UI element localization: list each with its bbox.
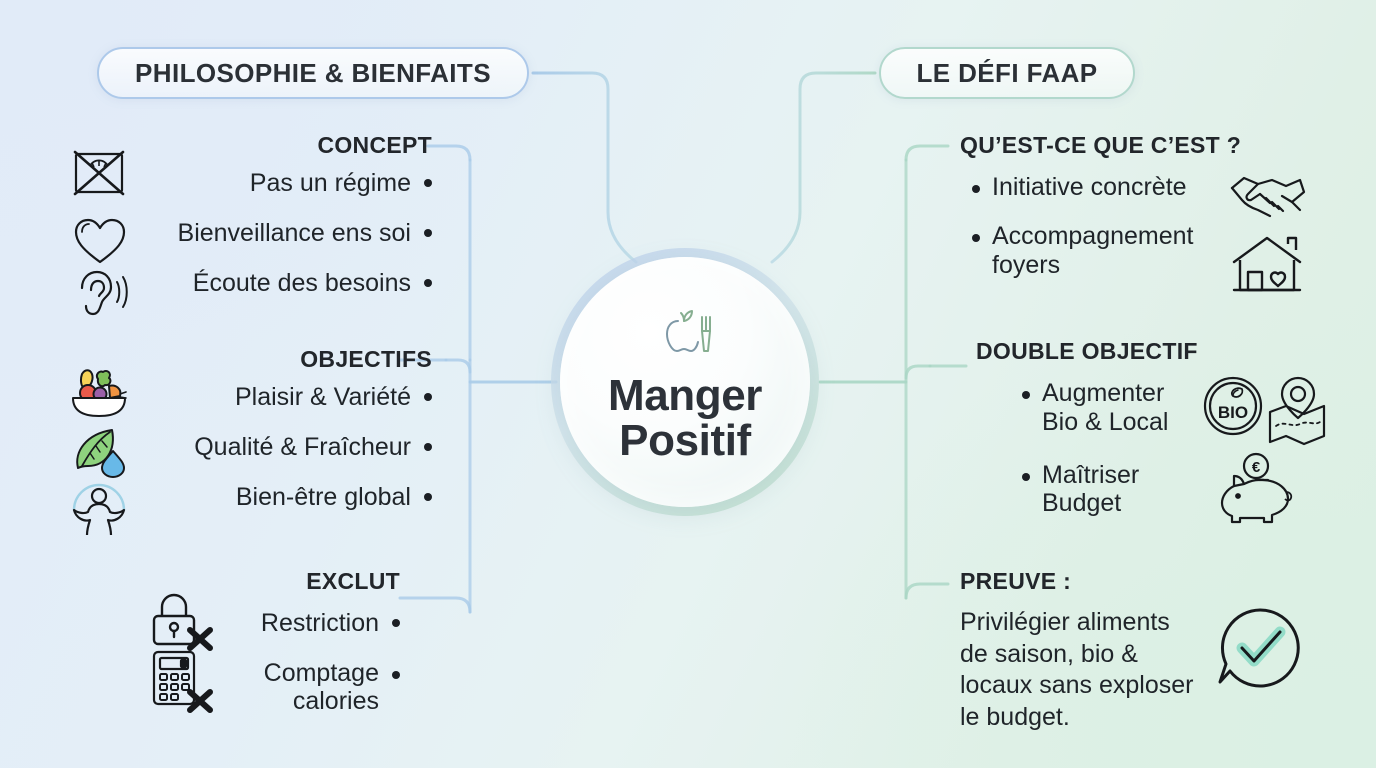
objectifs-item-1-label: Qualité & Fraîcheur: [194, 433, 411, 461]
bullet-dot: [424, 279, 432, 287]
exclut-item-1-label: Comptage calories: [263, 659, 379, 715]
quest-item-1-label: Accompagnement foyers: [992, 221, 1194, 279]
handshake-icon: [1228, 172, 1306, 231]
list-item[interactable]: Qualité & Fraîcheur: [150, 433, 432, 461]
ear-listening-icon: [72, 268, 130, 325]
bullet-dot: [424, 443, 432, 451]
double-objectif-item-0-label: Augmenter Bio & Local: [1042, 379, 1169, 436]
double-objectif-item-1-label: Maîtriser Budget: [1042, 460, 1140, 518]
center-title-line1: Manger: [607, 370, 763, 420]
bullet-dot: [972, 185, 980, 193]
bullet-dot: [1022, 391, 1030, 399]
concept-item-2-label: Écoute des besoins: [192, 269, 411, 297]
list-item[interactable]: Accompagnement foyers: [972, 222, 1230, 280]
preuve-paragraph: Privilégier aliments de saison, bio & lo…: [960, 608, 1194, 731]
list-item[interactable]: Initiative concrète: [972, 173, 1230, 202]
bullet-dot: [424, 179, 432, 187]
list-item[interactable]: Augmenter Bio & Local: [1022, 379, 1226, 437]
branch-exclut: EXCLUT Restriction Comptage calories: [150, 568, 400, 715]
center-title: Manger Positif: [607, 370, 763, 465]
leaf-waterdrop-icon: [68, 424, 130, 485]
speech-check-icon: [1214, 604, 1306, 701]
branch-title-exclut: EXCLUT: [306, 568, 400, 594]
branch-quest-ce-que-cest: QU’EST-CE QUE C’EST ? Initiative concrèt…: [960, 132, 1242, 280]
list-item[interactable]: Plaisir & Variété: [150, 383, 432, 411]
bullet-dot: [972, 233, 980, 242]
header-pill-philosophie[interactable]: PHILOSOPHIE & BIENFAITS: [97, 47, 529, 99]
quest-item-0-label: Initiative concrète: [992, 173, 1187, 201]
branch-title-quest-ce-que-cest: QU’EST-CE QUE C’EST ?: [960, 132, 1242, 158]
branch-title-concept: CONCEPT: [317, 132, 432, 158]
bio-badge-map-pin-icon: BIO: [1200, 374, 1332, 451]
header-pill-defi-faap[interactable]: LE DÉFI FAAP: [879, 47, 1135, 99]
center-node[interactable]: Manger Positif: [551, 248, 819, 516]
list-item[interactable]: Bienveillance ens soi: [150, 219, 432, 247]
no-scale-icon: [70, 146, 128, 209]
calculator-cross-icon: [148, 648, 214, 719]
concept-item-1-label: Bienveillance ens soi: [177, 219, 411, 247]
list-item[interactable]: Comptage calories: [150, 659, 400, 715]
branch-preuve: PREUVE : Privilégier aliments de saison,…: [960, 568, 1220, 733]
branch-double-objectif: DOUBLE OBJECTIF Augmenter Bio & Local Ma…: [976, 338, 1226, 518]
branch-title-double-objectif: DOUBLE OBJECTIF: [976, 338, 1198, 364]
branch-concept: CONCEPT Pas un régime Bienveillance ens …: [150, 132, 432, 297]
objectifs-item-0-label: Plaisir & Variété: [235, 383, 411, 411]
heart-icon: [72, 216, 128, 271]
house-heart-icon: [1230, 234, 1304, 301]
branch-title-objectifs: OBJECTIFS: [300, 346, 432, 372]
piggy-bank-euro-icon: €: [1216, 452, 1300, 529]
branch-objectifs: OBJECTIFS Plaisir & Variété Qualité & Fr…: [150, 346, 432, 511]
bullet-dot: [424, 229, 432, 237]
bullet-dot: [424, 493, 432, 501]
concept-item-0-label: Pas un régime: [249, 169, 411, 197]
list-item[interactable]: Pas un régime: [150, 169, 432, 197]
center-disc: Manger Positif: [560, 257, 810, 507]
bullet-dot: [392, 619, 400, 627]
list-item[interactable]: Restriction: [150, 609, 400, 637]
apple-fork-icon: [654, 301, 716, 368]
center-title-line2: Positif: [619, 415, 751, 465]
bullet-dot: [424, 393, 432, 401]
exclut-item-0-label: Restriction: [260, 609, 379, 637]
svg-text:€: €: [1252, 459, 1261, 476]
list-item[interactable]: Maîtriser Budget: [1022, 461, 1226, 519]
list-item[interactable]: Écoute des besoins: [150, 269, 432, 297]
list-item[interactable]: Bien-être global: [150, 483, 432, 511]
objectifs-item-2-label: Bien-être global: [235, 483, 411, 511]
bullet-dot: [392, 671, 400, 679]
branch-title-preuve: PREUVE :: [960, 568, 1072, 594]
wellness-person-icon: [68, 482, 130, 543]
lock-cross-icon: [148, 590, 214, 657]
svg-text:BIO: BIO: [1218, 403, 1248, 422]
fruit-bowl-icon: [68, 364, 130, 427]
bullet-dot: [1022, 472, 1030, 481]
